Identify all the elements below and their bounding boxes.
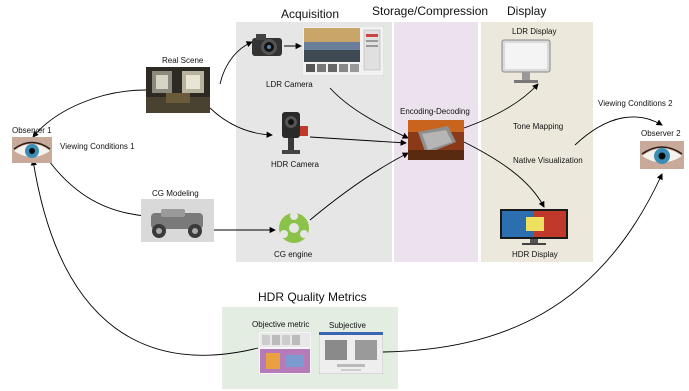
arrow-scene-ldrcam — [219, 41, 253, 85]
metrics-header: HDR Quality Metrics — [258, 290, 367, 304]
tone-mapping-label: Tone Mapping — [513, 122, 564, 131]
subjective-label: Subjective — [329, 321, 366, 330]
cg-modeling-image — [141, 199, 214, 242]
arrow-engine-encoding — [309, 152, 409, 221]
subjective-image — [318, 331, 384, 375]
ldr-image-thumbnail — [301, 25, 385, 77]
ldr-display-icon — [500, 38, 552, 86]
hdr-display-icon — [498, 207, 570, 247]
arrow-display-observer2 — [574, 116, 663, 146]
ldr-display-label: LDR Display — [512, 27, 557, 36]
arrow-encoding-ldrdisplay — [463, 83, 539, 129]
arrow-hdrcam-encoding — [309, 136, 407, 146]
hdr-camera-label: HDR Camera — [271, 160, 320, 169]
real-scene-image — [146, 67, 210, 113]
arrow-metrics-observer1 — [30, 159, 259, 356]
cg-modeling-label: CG Modeling — [152, 189, 199, 198]
native-visualization-label: Native Visualization — [513, 156, 583, 165]
cg-engine-label: CG engine — [274, 250, 313, 259]
objective-metric-label: Objective metric — [252, 320, 310, 329]
observer2-eye-icon — [640, 141, 684, 169]
arrow-encoding-hdrdisplay — [463, 141, 545, 208]
arrow-cg-observer1 — [45, 156, 147, 217]
storage-header: Storage/Compression — [372, 4, 489, 18]
cg-engine-icon — [277, 208, 311, 248]
arrow-scene-observer1 — [32, 89, 147, 138]
observer1-eye-icon — [12, 137, 52, 163]
observer2-label: Observer 2 — [641, 129, 681, 138]
viewing-conditions-2-label: Viewing Conditions 2 — [598, 99, 673, 108]
observer1-label: Observer 1 — [12, 126, 52, 135]
acquisition-header: Acquisition — [281, 7, 340, 21]
display-header: Display — [507, 4, 547, 18]
ldr-camera-label: LDR Camera — [266, 80, 313, 89]
real-scene-label: Real Scene — [162, 56, 204, 65]
objective-metric-image — [257, 330, 313, 376]
arrow-scene-hdrcam — [209, 107, 273, 138]
arrow-ldrcam-encoding — [329, 87, 409, 139]
encoding-image — [408, 120, 464, 160]
viewing-conditions-1-label: Viewing Conditions 1 — [60, 142, 135, 151]
ldr-camera-icon — [250, 32, 284, 58]
hdr-display-label: HDR Display — [512, 250, 558, 259]
hdr-camera-icon — [274, 110, 310, 156]
arrow-metrics-observer2 — [382, 173, 663, 353]
encoding-label: Encoding-Decoding — [400, 107, 470, 116]
